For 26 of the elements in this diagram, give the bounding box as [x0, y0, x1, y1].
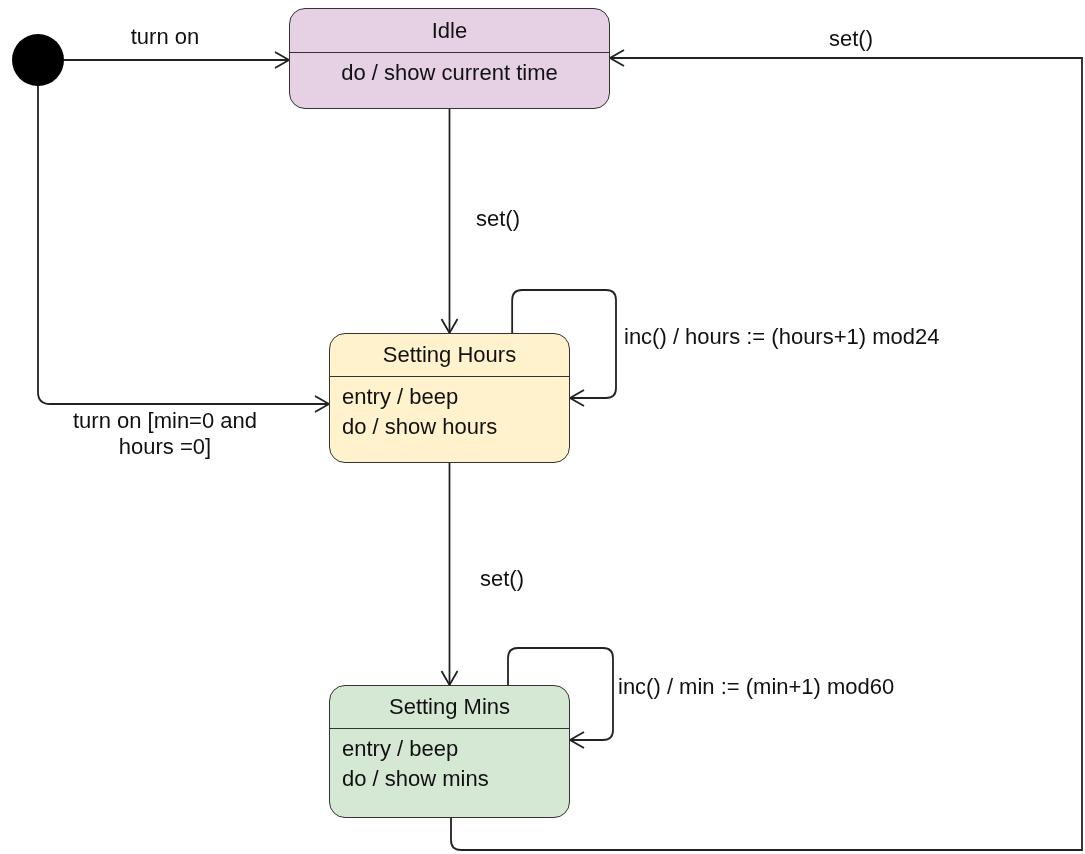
transition-arrow	[37, 85, 330, 413]
state-activity: do / show mins	[342, 765, 489, 793]
edge-label: set()	[476, 206, 520, 231]
edge-label: turn on	[130, 24, 200, 49]
edge-label: inc() / hours := (hours+1) mod24	[624, 324, 940, 349]
edge-label: set()	[480, 566, 524, 591]
state-name: Idle	[431, 17, 468, 44]
state-activity: do / show current time	[341, 59, 558, 87]
state-activity: entry / beep	[342, 735, 459, 763]
transition-arrow	[440, 108, 459, 334]
state-name: Setting Mins	[388, 694, 511, 720]
transition-arrow	[450, 49, 1083, 851]
state-name: Setting Hours	[382, 342, 517, 368]
edge-label: set()	[829, 26, 873, 51]
transition-arrow	[63, 51, 290, 69]
edge-label: turn on [min=0 and hours =0]	[72, 408, 258, 459]
transition-arrow	[507, 647, 614, 749]
edge-label: inc() / min := (min+1) mod60	[618, 674, 895, 699]
state-box	[329, 685, 570, 818]
transition-arrow	[511, 289, 617, 407]
state-box	[329, 333, 570, 463]
state-box	[289, 8, 610, 109]
initial-state-dot	[12, 34, 64, 86]
transition-arrow	[440, 462, 459, 686]
state-activity: do / show hours	[342, 413, 498, 441]
state-activity: entry / beep	[342, 383, 459, 411]
